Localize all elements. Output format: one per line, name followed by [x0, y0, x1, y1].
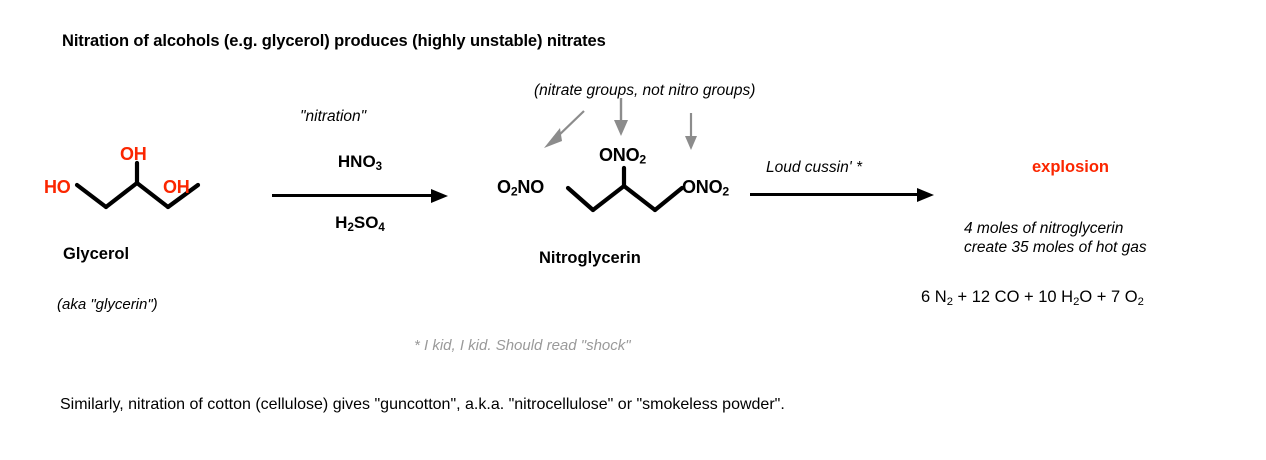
reagent-h2so4-so: SO [353, 213, 379, 232]
reagent-h2so4-label: H2SO4 [272, 213, 448, 234]
reagent-hno3-label: HNO3 [272, 152, 448, 173]
nitroglycerin-right-ono: ONO [682, 177, 723, 197]
equation-part-3: O + 7 O [1079, 288, 1138, 306]
reaction-arrow-1-head [431, 189, 448, 203]
nitroglycerin-top-ono: ONO [599, 145, 640, 165]
reaction-arrow-1-shaft [272, 194, 432, 198]
reaction-arrow-1 [272, 189, 448, 203]
equation-sub-3: 2 [1137, 295, 1144, 308]
annotation-arrow-center [612, 98, 632, 138]
glycerol-left-hydroxyl-label: HO [44, 177, 71, 197]
annotation-arrow-right [682, 113, 702, 153]
nitroglycerin-left-sub: 2 [510, 184, 518, 199]
reaction-arrow-2-head [917, 188, 934, 202]
reagent-h2so4-sub2: 4 [378, 221, 385, 234]
footnote-label: * I kid, I kid. Should read "shock" [414, 337, 631, 354]
nitration-note-label: "nitration" [300, 108, 367, 125]
equation-part-2: + 12 CO + 10 H [952, 288, 1074, 306]
combustion-equation-label: 6 N2 + 12 CO + 10 H2O + 7 O2 [921, 288, 1144, 308]
reagent-hno3-text: HNO [337, 152, 376, 171]
glycerol-skeleton [74, 160, 204, 214]
moles-note-label: 4 moles of nitroglycerin create 35 moles… [964, 220, 1147, 256]
equation-part-1: 6 N [921, 288, 947, 306]
nitroglycerin-right-sub: 2 [722, 184, 730, 199]
nitroglycerin-top-sub: 2 [639, 152, 647, 167]
reagent-hno3-subscript: 3 [375, 160, 383, 173]
reaction-arrow-2-shaft [750, 193, 918, 197]
annotation-arrow-left [540, 108, 590, 150]
nitroglycerin-top-nitrate-label: ONO2 [599, 145, 646, 167]
loud-cussin-note-label: Loud cussin' * [766, 159, 863, 176]
page-title: Nitration of alcohols (e.g. glycerol) pr… [62, 32, 606, 50]
glycerol-right-hydroxyl-label: OH [163, 177, 190, 197]
glycerol-name-label: Glycerol [63, 245, 130, 263]
nitroglycerin-left-no: NO [517, 177, 545, 197]
glycerol-alias-label: (aka "glycerin") [57, 296, 158, 313]
reaction-arrow-2 [750, 188, 936, 202]
explosion-label: explosion [1032, 158, 1110, 176]
nitroglycerin-skeleton [565, 165, 686, 220]
reagent-h2so4-sub1: 2 [347, 221, 354, 234]
bottom-note-label: Similarly, nitration of cotton (cellulos… [60, 396, 785, 413]
glycerol-top-hydroxyl-label: OH [120, 144, 147, 164]
nitroglycerin-left-o: O [497, 177, 511, 197]
nitroglycerin-right-nitrate-label: ONO2 [682, 177, 729, 199]
nitroglycerin-left-nitrate-label: O2NO [497, 177, 544, 199]
nitroglycerin-name-label: Nitroglycerin [539, 249, 641, 267]
equation-sub-1: 2 [946, 295, 953, 308]
reagent-h2so4-h: H [335, 213, 348, 232]
nitrate-groups-annotation-label: (nitrate groups, not nitro groups) [534, 82, 756, 99]
equation-sub-2: 2 [1073, 295, 1080, 308]
